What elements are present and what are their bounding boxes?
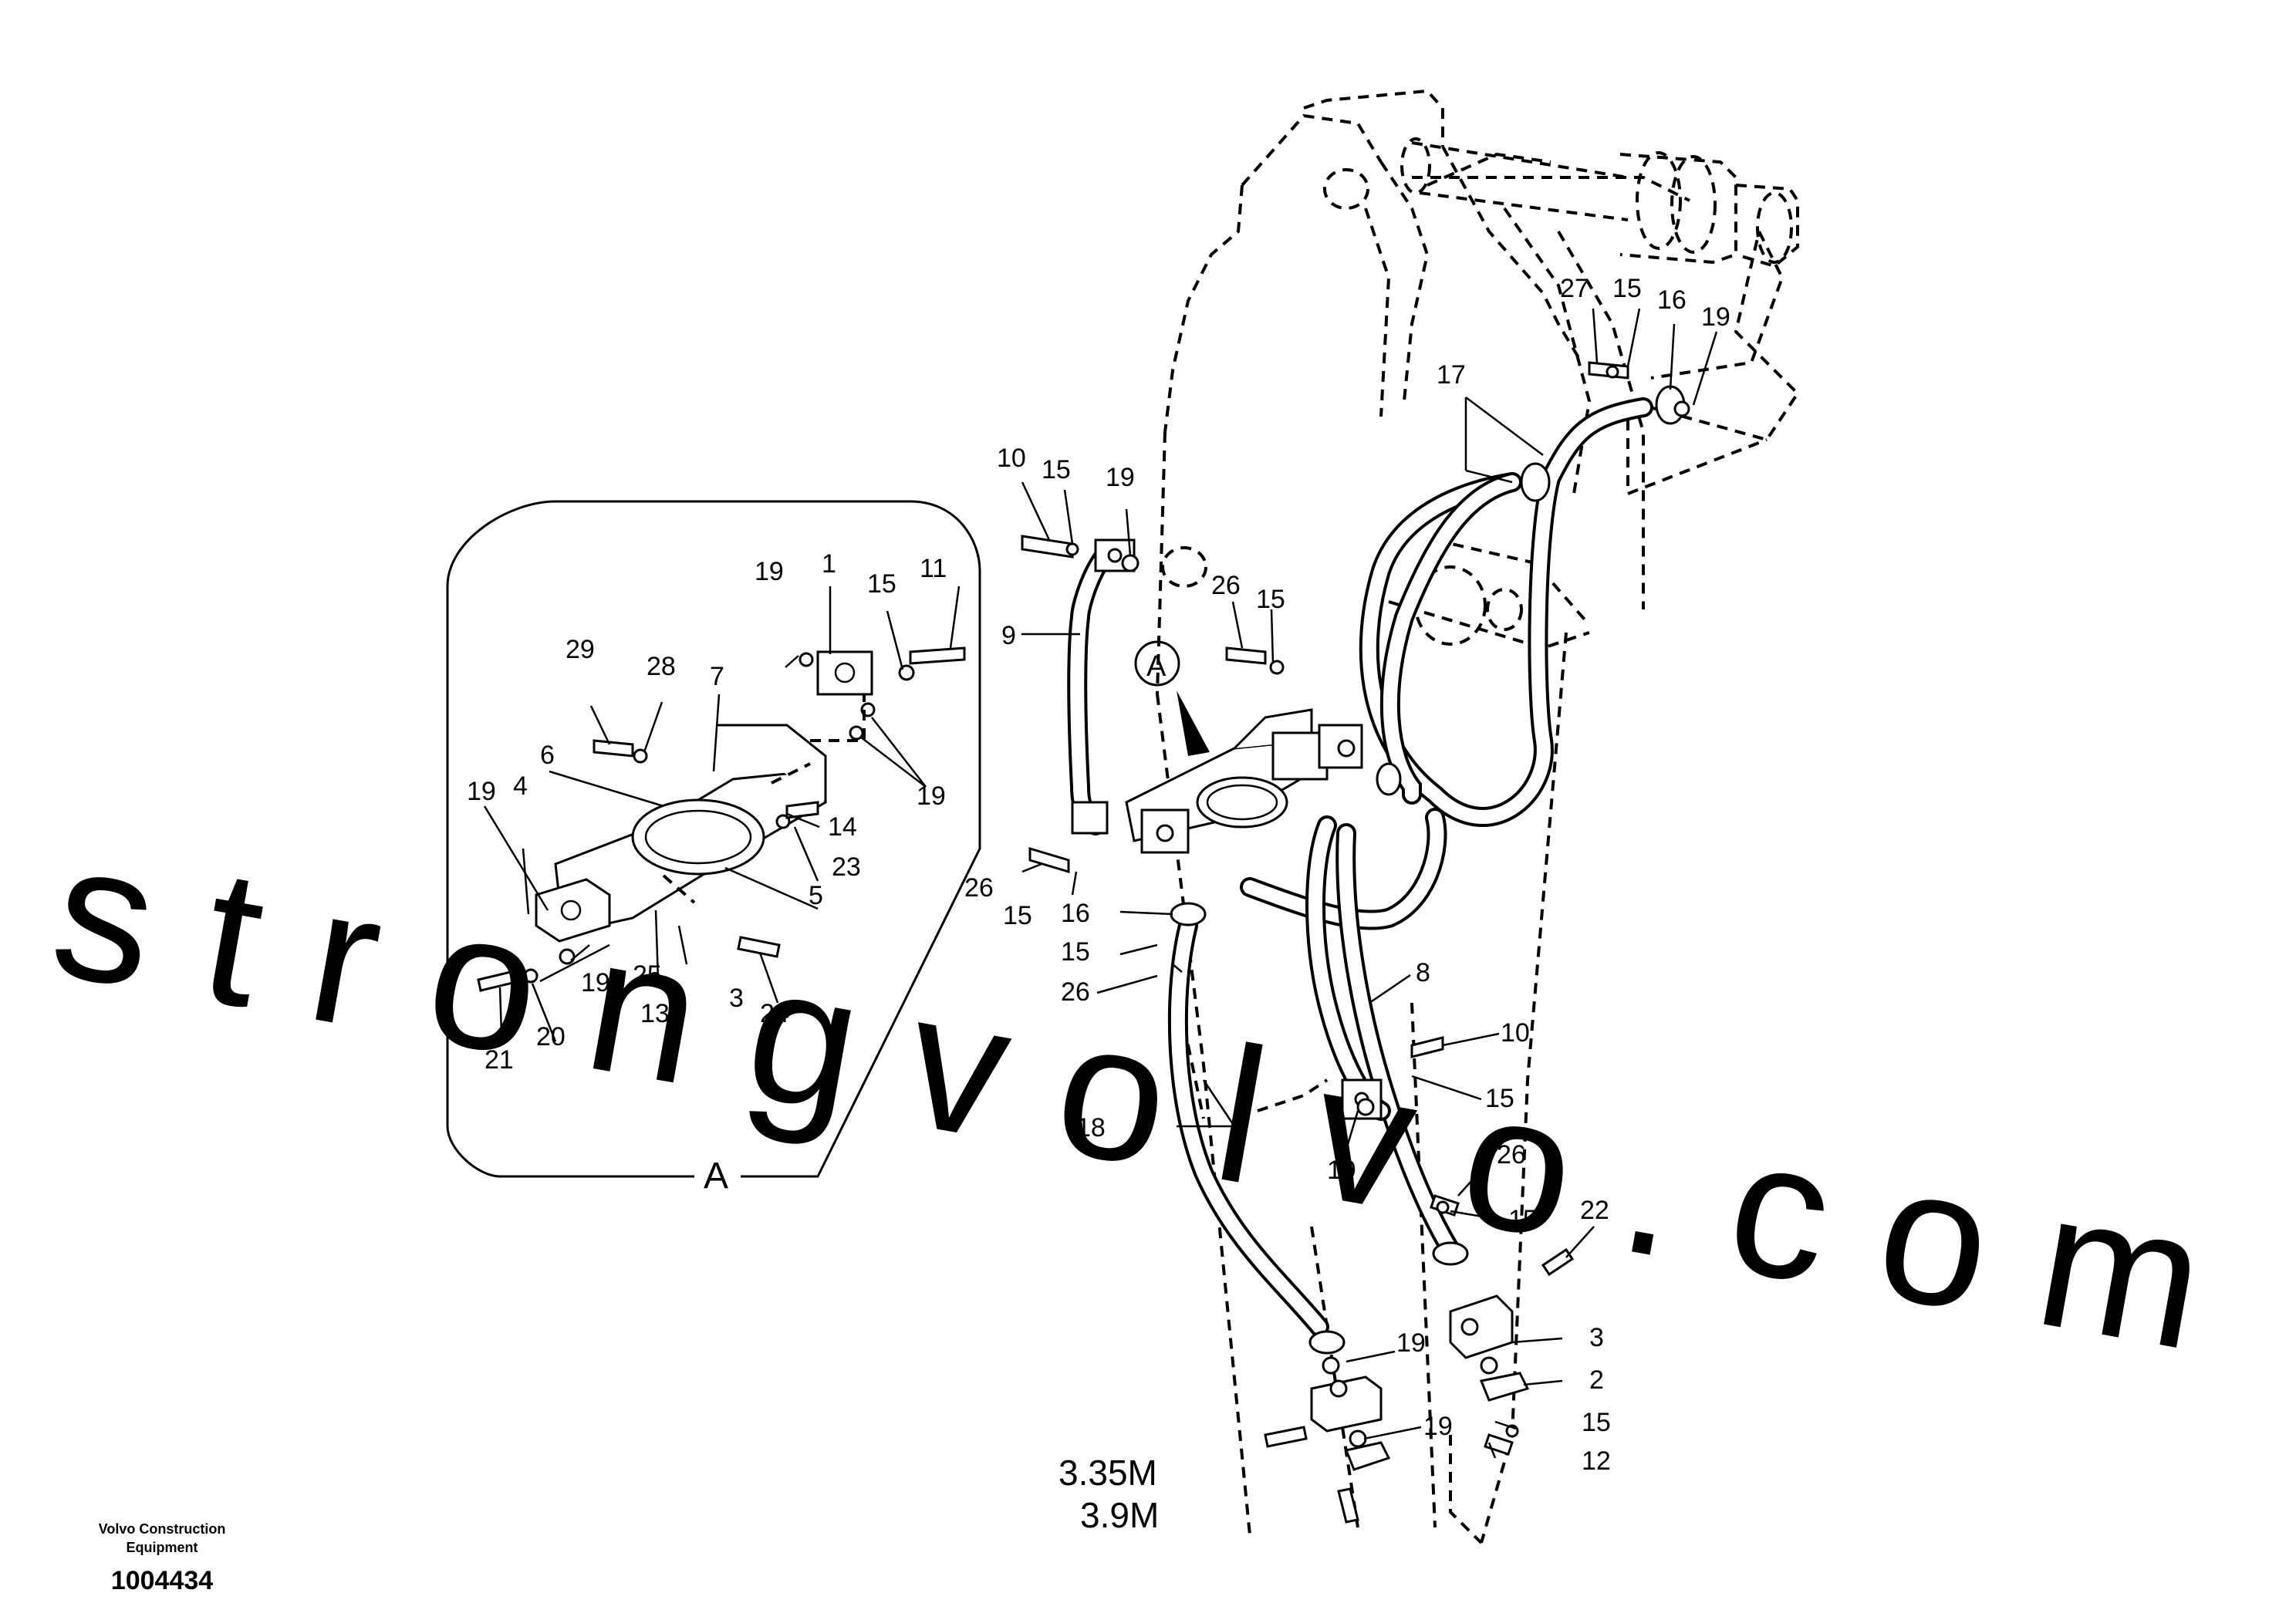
label-19: 19 — [1423, 1412, 1453, 1441]
label-23: 23 — [832, 852, 861, 882]
label-3: 3 — [729, 984, 744, 1013]
label-10: 10 — [997, 444, 1026, 473]
label-2: 2 — [1589, 1365, 1604, 1395]
label-15: 15 — [1582, 1408, 1611, 1437]
label-25: 25 — [633, 960, 662, 990]
label-29: 29 — [566, 635, 595, 664]
label-26: 26 — [1061, 977, 1090, 1007]
label-5: 5 — [809, 881, 823, 910]
label-15: 15 — [1508, 1205, 1538, 1234]
label-15: 15 — [1485, 1084, 1514, 1113]
label-16: 16 — [1657, 285, 1687, 315]
detail-view-frame — [446, 500, 981, 1178]
part-labels: 1 19 15 11 29 28 7 6 19 19 4 14 23 5 25 … — [467, 274, 1730, 1535]
label-20: 20 — [536, 1022, 566, 1051]
detail-callout — [1134, 640, 1210, 756]
label-19: 19 — [1327, 1156, 1356, 1185]
label-8: 8 — [1416, 958, 1430, 987]
label-22: 22 — [1580, 1196, 1609, 1225]
label-19: 19 — [1701, 302, 1730, 332]
drawing-number: 1004434 — [111, 1566, 213, 1595]
label-24: 24 — [760, 999, 789, 1028]
label-17: 17 — [1437, 360, 1466, 390]
label-26: 26 — [1211, 571, 1241, 600]
label-19: 19 — [1396, 1328, 1426, 1358]
label-26: 26 — [964, 873, 994, 903]
label-14: 14 — [828, 812, 857, 842]
detail-callout-label: A — [1146, 650, 1167, 683]
label-15: 15 — [1042, 455, 1071, 484]
label-15: 15 — [1003, 901, 1032, 930]
boom-size-1: 3.35M — [1059, 1453, 1157, 1493]
watermark-text: strongvolvo.com — [39, 800, 2220, 1389]
leader-lines — [483, 308, 1718, 1459]
label-3: 3 — [1589, 1323, 1604, 1352]
label-19: 19 — [581, 968, 610, 997]
label-18: 18 — [1076, 1113, 1106, 1142]
label-6: 6 — [540, 741, 555, 770]
label-15: 15 — [1256, 585, 1285, 614]
company-name: Volvo Construction — [99, 1521, 226, 1537]
detail-view-label: A — [704, 1156, 730, 1196]
label-19: 19 — [917, 781, 946, 811]
label-28: 28 — [647, 652, 676, 681]
company-name-line2: Equipment — [127, 1540, 198, 1555]
label-7: 7 — [710, 662, 724, 691]
boom-size-2: 3.9M — [1080, 1495, 1159, 1535]
label-16: 16 — [1061, 899, 1090, 928]
label-21: 21 — [485, 1045, 514, 1075]
label-9: 9 — [1001, 621, 1016, 650]
label-15: 15 — [1061, 937, 1090, 967]
label-13: 13 — [640, 999, 670, 1028]
label-27: 27 — [1560, 274, 1589, 303]
footer: Volvo Construction Equipment 1004434 — [99, 1521, 226, 1595]
label-19: 19 — [1106, 463, 1135, 492]
label-4: 4 — [513, 771, 528, 801]
watermark: strongvolvo.com — [39, 800, 2220, 1389]
label-15: 15 — [1612, 274, 1642, 303]
detail-view-contents — [477, 646, 966, 992]
main-bracket-assembly — [1021, 361, 1690, 1524]
label-26: 26 — [1497, 1140, 1526, 1169]
label-11: 11 — [920, 554, 947, 583]
label-10: 10 — [1501, 1018, 1530, 1048]
label-12: 12 — [1582, 1446, 1611, 1476]
hoses — [1067, 397, 1653, 1337]
label-15: 15 — [867, 569, 896, 599]
label-19: 19 — [467, 777, 496, 806]
label-1: 1 — [822, 549, 836, 579]
label-19: 19 — [755, 557, 784, 586]
